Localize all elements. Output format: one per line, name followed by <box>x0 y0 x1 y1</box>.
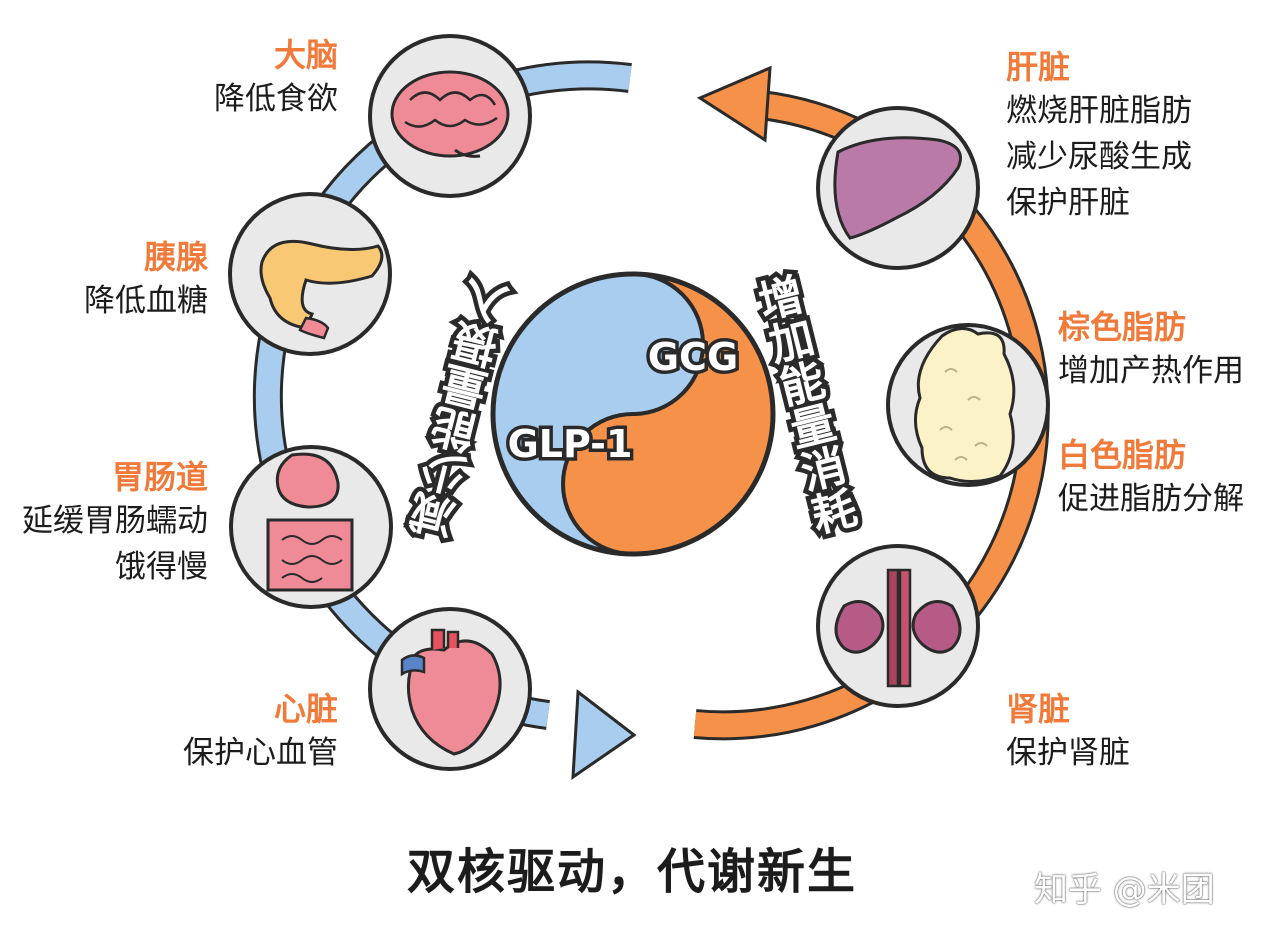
pancreas-icon <box>259 239 384 340</box>
heart-circle <box>368 607 532 771</box>
heart-label: 心脏 保护心血管 <box>183 684 338 776</box>
glp1-label: GLP-1 <box>508 422 633 466</box>
intestine-title: 胃肠道 <box>111 458 208 496</box>
white-fat-title: 白色脂肪 <box>1058 436 1187 474</box>
intestine-desc-1: 延缓胃肠蠕动 <box>22 503 208 539</box>
brown-fat-title: 棕色脂肪 <box>1058 308 1187 346</box>
heart-desc: 保护心血管 <box>183 735 338 771</box>
intestine-label: 胃肠道 延缓胃肠蠕动 饿得慢 <box>22 452 208 590</box>
pancreas-desc: 降低血糖 <box>84 283 208 319</box>
kidney-label: 肾脏 保护肾脏 <box>1006 684 1130 776</box>
pancreas-label: 胰腺 降低血糖 <box>84 232 208 324</box>
liver-icon <box>833 136 962 240</box>
brain-title: 大脑 <box>273 36 338 74</box>
liver-title: 肝脏 <box>1006 48 1071 86</box>
main-caption: 双核驱动，代谢新生 <box>406 844 857 900</box>
liver-desc-2: 减少尿酸生成 <box>1006 139 1192 175</box>
brain-label: 大脑 降低食欲 <box>214 30 338 122</box>
intestine-circle <box>229 445 393 609</box>
brain-circle <box>368 34 532 198</box>
brown-fat-label: 棕色脂肪 增加产热作用 <box>1058 302 1244 394</box>
heart-icon <box>400 628 502 756</box>
kidney-icon <box>834 568 962 688</box>
kidney-circle <box>816 544 980 708</box>
brain-icon <box>390 70 510 158</box>
liver-label: 肝脏 燃烧肝脏脂肪 减少尿酸生成 保护肝脏 <box>1006 42 1192 226</box>
liver-desc-3: 保护肝脏 <box>1006 185 1130 221</box>
white-fat-label: 白色脂肪 促进脂肪分解 <box>1058 430 1244 522</box>
kidney-title: 肾脏 <box>1006 690 1071 728</box>
brain-desc: 降低食欲 <box>214 81 338 117</box>
fat-tissue-icon <box>914 327 1016 483</box>
brown-fat-desc: 增加产热作用 <box>1058 353 1244 389</box>
white-fat-desc: 促进脂肪分解 <box>1058 481 1244 517</box>
intestine-desc-2: 饿得慢 <box>115 549 208 585</box>
watermark: 知乎 @米团 <box>1034 870 1215 910</box>
yin-yang <box>490 271 776 557</box>
pancreas-circle <box>228 192 392 356</box>
kidney-desc: 保护肾脏 <box>1006 735 1130 771</box>
liver-desc-1: 燃烧肝脏脂肪 <box>1006 93 1192 129</box>
liver-circle <box>816 106 980 270</box>
fat-circle <box>886 323 1050 487</box>
pancreas-title: 胰腺 <box>143 238 208 276</box>
intestine-icon <box>266 452 354 592</box>
heart-title: 心脏 <box>273 690 338 728</box>
gcg-label: GCG <box>648 335 738 379</box>
